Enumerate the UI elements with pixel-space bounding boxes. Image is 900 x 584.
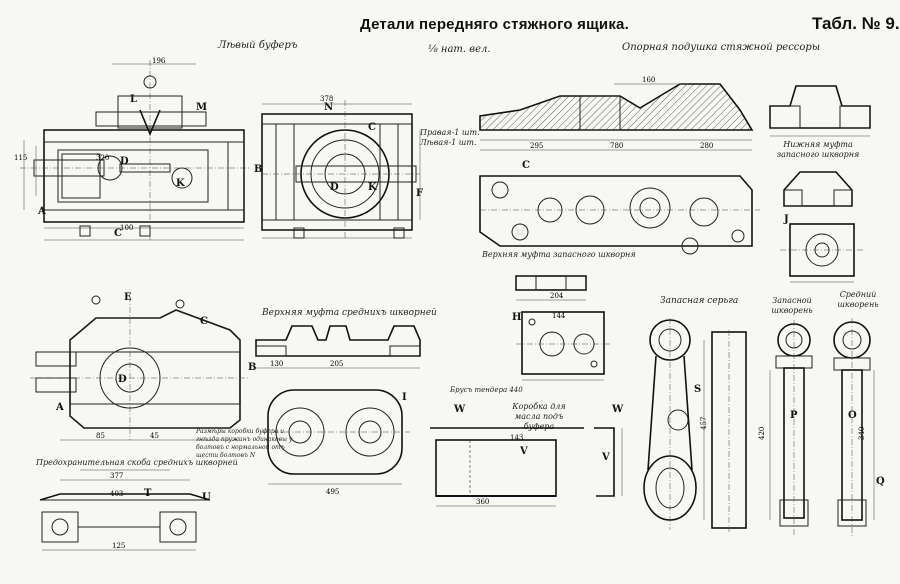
letter-C-low: C xyxy=(200,316,208,327)
letter-D-low: D xyxy=(118,374,127,385)
caption-spare-pin: Запасной шкворень xyxy=(771,296,813,315)
letter-F: F xyxy=(416,188,424,199)
left-buffer-drawing xyxy=(20,60,250,241)
dim-196: 196 xyxy=(152,57,166,65)
dim-143: 143 xyxy=(510,434,523,442)
upper-coupling-spare-drawing xyxy=(515,275,612,381)
dim-280: 280 xyxy=(700,142,713,150)
letter-T: T xyxy=(144,488,152,499)
dim-205: 205 xyxy=(330,360,343,368)
dim-125: 125 xyxy=(112,542,125,550)
letter-V-side: V xyxy=(602,452,610,463)
dim-420: 420 xyxy=(758,427,766,440)
dim-360: 360 xyxy=(476,498,489,506)
caption-right-left-count: Правая-1 шт. Лѣвая-1 шт. xyxy=(420,128,480,147)
letter-O: O xyxy=(848,410,857,421)
caption-spring-seat: Опорная подушка стяжной рессоры xyxy=(622,42,820,53)
letter-L: L xyxy=(130,94,138,105)
letter-W-box: W xyxy=(454,404,466,415)
letter-B-top: B xyxy=(254,164,263,175)
letter-V-box: V xyxy=(520,446,528,457)
buffer-body-drawing xyxy=(30,295,250,441)
caption-tender-crosspiece: Предохранительная скоба среднихъ шкворне… xyxy=(36,458,238,467)
caption-lower-coupling-spare: Нижняя муфта запасного шкворня xyxy=(776,140,860,159)
letter-D-top: D xyxy=(120,156,129,167)
letter-P: P xyxy=(790,410,798,421)
letter-W-side: W xyxy=(612,404,624,415)
letter-A-top: A xyxy=(38,206,46,217)
letter-U: U xyxy=(202,492,211,503)
upper-coupling-middle-drawing xyxy=(255,325,421,485)
dim-457: 457 xyxy=(700,417,708,430)
caption-middle-pin: Средний шкворень xyxy=(837,290,879,309)
dim-495: 495 xyxy=(326,488,339,496)
dim-115: 115 xyxy=(14,154,27,162)
caption-spare-link: Запасная серьга xyxy=(660,296,739,306)
letter-I: I xyxy=(402,392,407,403)
sheet-title: Детали передняго стяжного ящика. xyxy=(360,16,629,33)
letter-N: N xyxy=(324,102,334,113)
letter-C-mid: C xyxy=(368,122,376,133)
spare-pin-drawing xyxy=(769,320,813,536)
dim-403: 403 xyxy=(110,490,123,498)
lower-coupling-drawing xyxy=(769,85,871,283)
dim-45: 45 xyxy=(150,432,159,440)
letter-D-mid: D xyxy=(330,182,339,193)
caption-upper-coupling-middle: Верхняя муфта среднихъ шкворней xyxy=(262,308,437,318)
caption-buffer-note: Размѣры коробки буфера и гнѣзда пружинъ … xyxy=(196,428,293,459)
letter-Q: Q xyxy=(876,476,885,487)
letter-J: J xyxy=(784,214,789,225)
letter-K-mid: K xyxy=(368,182,377,193)
letter-C-seat: C xyxy=(522,160,530,171)
oil-box-drawing xyxy=(430,427,623,507)
letter-M: M xyxy=(196,102,208,113)
dim-100: 100 xyxy=(120,224,133,232)
spring-seat-drawing xyxy=(479,83,760,255)
letter-H: H xyxy=(512,312,522,323)
caption-tender-frame: Брусъ тендера 440 xyxy=(450,386,523,394)
caption-upper-coupling-spare: Верхняя муфта запасного шкворня xyxy=(482,250,636,259)
dim-780: 780 xyxy=(610,142,623,150)
letter-K-top: K xyxy=(176,178,185,189)
crosspiece-drawing xyxy=(39,469,211,551)
dim-320: 320 xyxy=(96,154,109,162)
letter-A-low: A xyxy=(56,402,64,413)
dim-378: 378 xyxy=(320,95,333,103)
spare-link-drawing xyxy=(643,318,747,532)
letter-C-top: C xyxy=(114,228,122,239)
dim-377: 377 xyxy=(110,472,123,480)
dim-144: 144 xyxy=(552,312,566,320)
dim-85: 85 xyxy=(96,432,105,440)
dim-130: 130 xyxy=(270,360,283,368)
buffer-section-drawing xyxy=(261,100,421,240)
table-number: Табл. № 9. xyxy=(812,14,900,33)
letter-E: E xyxy=(124,292,132,303)
letter-S: S xyxy=(694,384,702,395)
middle-pin-drawing xyxy=(833,318,875,536)
dim-204: 204 xyxy=(550,292,564,300)
dim-295: 295 xyxy=(530,142,543,150)
letter-B-low: B xyxy=(248,362,257,373)
caption-left-buffer: Лѣвый буферъ xyxy=(218,40,298,51)
caption-oil-box: Коробка для масла подъ буфера xyxy=(512,402,566,431)
dim-160: 160 xyxy=(642,76,655,84)
dim-340: 340 xyxy=(858,427,866,440)
caption-scale: ⅛ нат. вел. xyxy=(428,44,491,55)
